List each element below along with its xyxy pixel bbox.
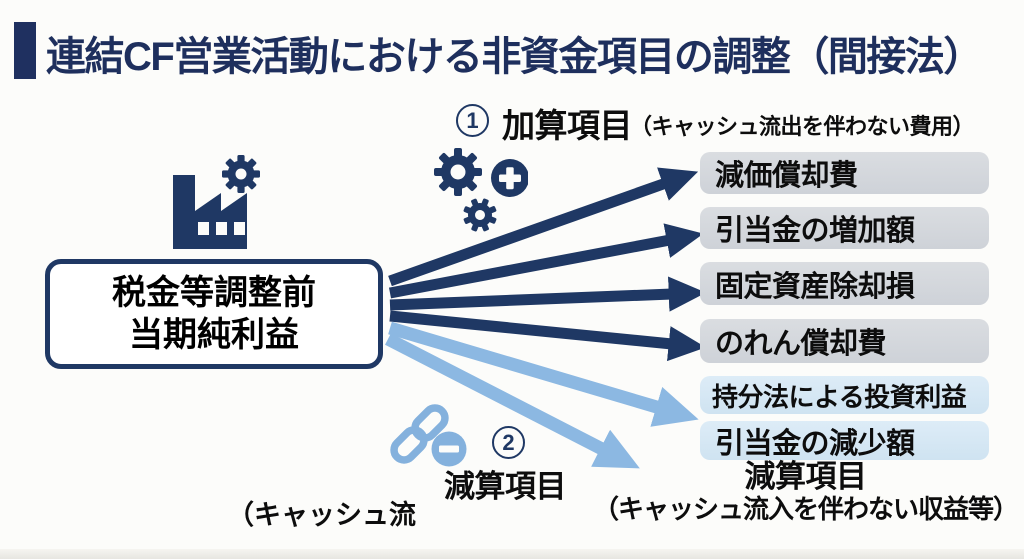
add-arrow (389, 310, 706, 362)
add-arrow (389, 276, 707, 312)
bottom-edge-shadow (0, 549, 1024, 559)
factory-building (173, 175, 247, 249)
add-section-note: （キャッシュ流出を伴わない費用） (630, 114, 975, 139)
subtract-caption-line1: 減算項目 (744, 459, 868, 494)
chain-minus-icon (390, 404, 467, 467)
pretax-income-box: 税金等調整前 当期純利益 (45, 259, 383, 369)
subtract-item-box: 持分法による投資利益 (700, 376, 989, 414)
circled-number-1: 1 (456, 104, 489, 137)
subtract-caption-line2: （キャッシュ流入を伴わない収益等） (592, 493, 1019, 524)
subtract-item-box: 引当金の減少額 (700, 421, 989, 460)
gear-icon (222, 155, 260, 193)
partial-caption: （キャッシュ流 (227, 500, 416, 530)
add-item-box: 引当金の増加額 (700, 207, 989, 249)
gear-icon (434, 148, 482, 196)
add-item-box: 減価償却費 (700, 152, 989, 194)
circled-number-2: 2 (492, 426, 525, 459)
subtract-caption: 減算項目 （キャッシュ流入を伴わない収益等） (583, 459, 1024, 525)
title-accent-bar (14, 22, 36, 79)
gears-plus-icon (434, 148, 528, 232)
add-item-box: のれん償却費 (700, 319, 989, 363)
minus-icon (431, 431, 467, 467)
add-item-box: 固定資産除却損 (700, 262, 989, 305)
factory-icon (173, 155, 260, 249)
plus-icon (491, 159, 528, 197)
subtract-arrow (388, 321, 699, 427)
add-section-label: 加算項目 (502, 107, 633, 144)
gear-icon (463, 198, 497, 232)
subtract-section-label: 減算項目 (444, 469, 567, 504)
chain-link-icon (390, 404, 449, 464)
page-title: 連結CF営業活動における非資金項目の調整（間接法） (46, 35, 983, 79)
pretax-income-line2: 当期純利益 (129, 316, 299, 354)
pretax-income-line1: 税金等調整前 (112, 273, 316, 312)
add-arrow (388, 223, 704, 299)
